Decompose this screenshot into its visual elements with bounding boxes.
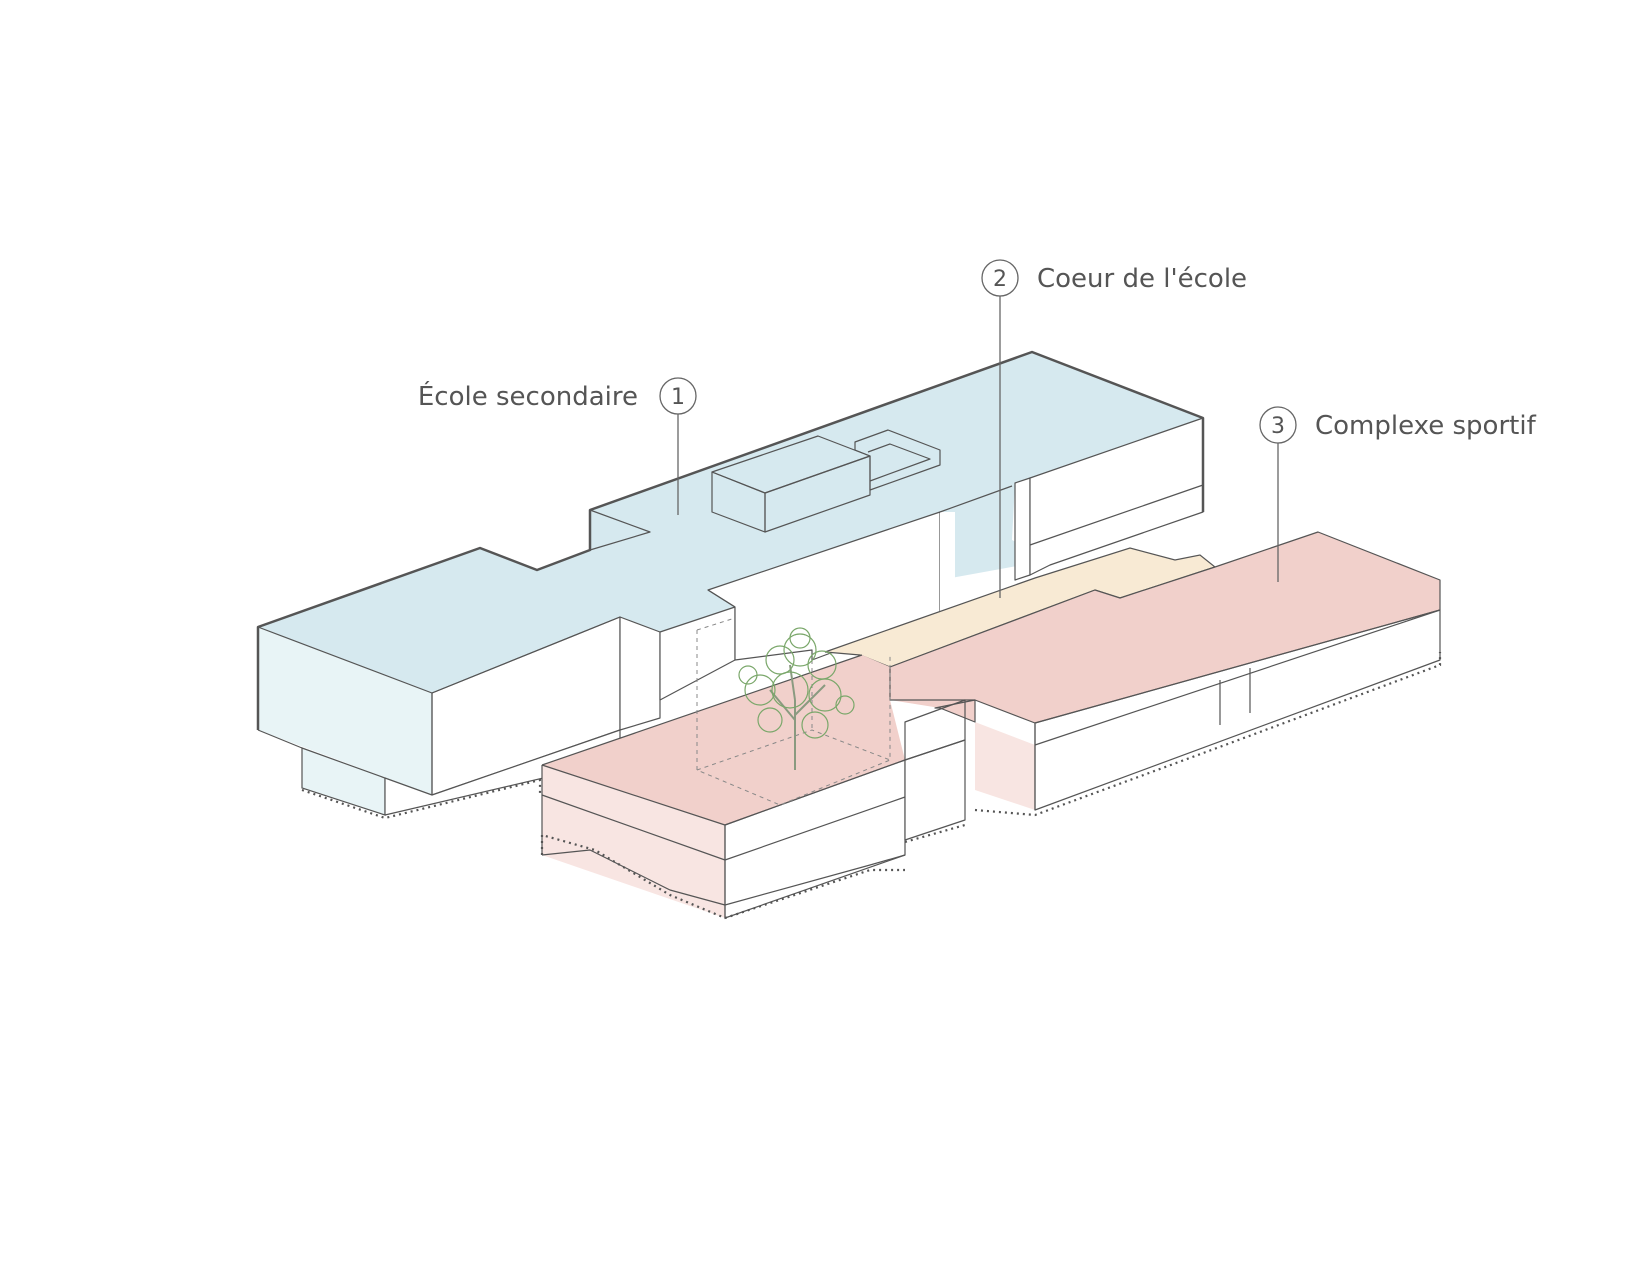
complexe-east-left-wall <box>975 722 1035 810</box>
courtyard-wall-a <box>619 616 661 731</box>
complexe-front-roof <box>542 655 905 825</box>
connector-wall <box>904 739 966 841</box>
complexe-east-belt <box>1034 609 1441 746</box>
label-3: 3 Complexe sportif <box>1259 406 1537 582</box>
complexe-sportif-outline <box>541 531 1441 918</box>
label-ecole-secondaire: École secondaire <box>418 380 638 412</box>
ecole-secondaire-roof <box>258 352 1203 693</box>
complexe-sportif-roof <box>890 532 1440 723</box>
tree-icon <box>738 627 855 770</box>
complexe-front-left-wall <box>542 765 725 918</box>
ecole-secondaire-end-wall <box>258 627 432 795</box>
label-2-number: 2 <box>993 267 1007 292</box>
complexe-ground <box>540 652 1442 920</box>
circled-number-3-icon <box>1259 406 1297 444</box>
ecole-secondaire-ground <box>301 778 542 820</box>
east-wing-wall <box>1014 477 1031 581</box>
rooftop-box-front <box>764 455 871 533</box>
courtyard-void <box>696 617 891 806</box>
east-wing-belt <box>1029 484 1204 546</box>
label-2: 2 Coeur de l'école <box>981 259 1247 598</box>
ecole-secondaire-left-edges <box>257 616 621 795</box>
ecole-secondaire-building <box>256 350 1205 820</box>
courtyard-dashed-box <box>696 617 891 806</box>
east-wing-front <box>1029 417 1204 576</box>
label-3-number: 3 <box>1271 414 1285 439</box>
label-1-number: 1 <box>671 385 685 410</box>
label-complexe-sportif: Complexe sportif <box>1315 411 1537 441</box>
circled-number-2-icon <box>981 259 1019 297</box>
label-coeur-ecole: Coeur de l'école <box>1037 264 1247 294</box>
rooftop-planter-inner <box>867 443 931 482</box>
complexe-sportif-building <box>540 531 1442 920</box>
rooftop-planter <box>854 429 941 491</box>
circled-number-1-icon <box>659 377 697 415</box>
complexe-front-stepline <box>541 849 906 906</box>
complexe-notch <box>934 699 976 723</box>
label-1: 1 École secondaire <box>418 377 697 515</box>
courtyard-wall-d <box>940 512 955 612</box>
